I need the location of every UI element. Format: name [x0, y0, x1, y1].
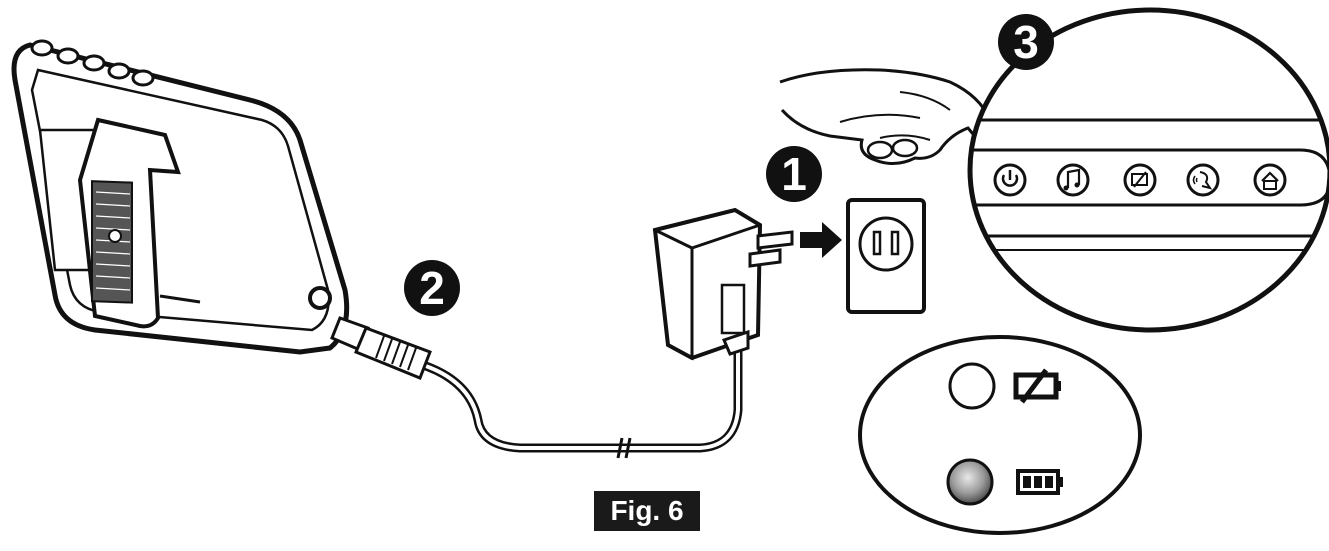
step-3-label: 3 — [998, 14, 1054, 70]
indicator-on-led — [946, 458, 994, 506]
wall-outlet — [846, 198, 926, 314]
battery-empty-icon — [1013, 368, 1061, 404]
power-port — [308, 286, 332, 310]
indicator-zoom — [858, 335, 1142, 535]
panel-buttons — [993, 163, 1287, 197]
step-2-label: 2 — [404, 260, 460, 316]
button-panel-zoom — [967, 7, 1329, 333]
pressing-hand — [779, 68, 1002, 165]
battery-full-icon — [1016, 469, 1063, 495]
dc-plug — [330, 316, 432, 380]
talk-icon — [1186, 163, 1220, 197]
step-1-label: 1 — [766, 146, 822, 202]
figure-caption: Fig. 6 — [594, 491, 700, 531]
monitor-unit — [11, 39, 350, 355]
monitor-top-buttons — [30, 39, 155, 87]
music-icon — [1056, 163, 1090, 197]
power-cable — [418, 340, 743, 459]
indicator-off-led — [948, 362, 996, 410]
power-adapter — [652, 207, 794, 361]
plug-in-arrow — [800, 222, 842, 258]
no-battery-icon — [1123, 163, 1157, 197]
monitor-stand — [77, 117, 181, 329]
power-icon — [993, 163, 1027, 197]
home-icon — [1253, 163, 1287, 197]
